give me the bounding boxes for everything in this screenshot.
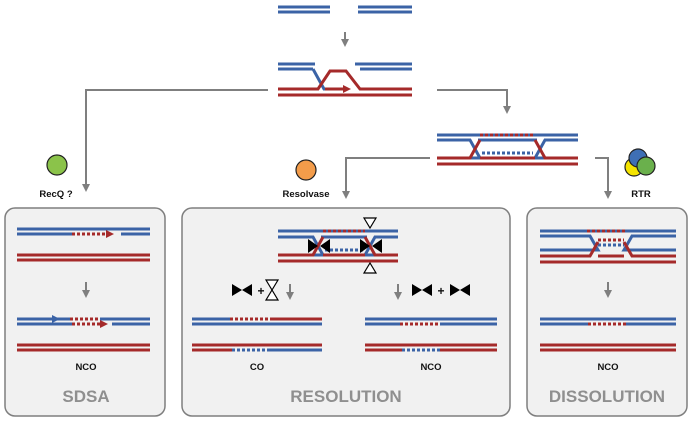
three-circle-complex-icon bbox=[624, 148, 656, 177]
dissolution-title: DISSOLUTION bbox=[549, 387, 665, 406]
resolution-dhj bbox=[278, 229, 398, 263]
flow-arrow-to-resolution bbox=[342, 157, 430, 199]
co-product-duplex bbox=[192, 317, 322, 352]
plus-right: + bbox=[437, 284, 444, 298]
sdsa-extension-duplex bbox=[17, 227, 150, 262]
plus-left: + bbox=[257, 284, 264, 298]
sdsa-title: SDSA bbox=[62, 387, 109, 406]
nco-resolution-label: NCO bbox=[420, 362, 441, 373]
flow-arrow-to-dhj bbox=[437, 89, 511, 114]
resolution-title: RESOLUTION bbox=[290, 387, 401, 406]
co-label: CO bbox=[250, 362, 264, 373]
resolution-panel bbox=[181, 207, 511, 417]
co-cut-pattern: + bbox=[232, 279, 280, 301]
strand-invasion bbox=[278, 62, 412, 97]
dissolution-hemicatenane bbox=[540, 229, 676, 264]
nco-dissolution-label: NCO bbox=[597, 362, 618, 373]
bowtie-cut-icon bbox=[308, 239, 382, 253]
green-circle-icon bbox=[46, 154, 68, 176]
hourglass-cut-icon bbox=[362, 217, 378, 274]
orange-circle-icon bbox=[295, 159, 317, 181]
dissolution-product-duplex bbox=[540, 317, 676, 352]
resolvase-label: Resolvase bbox=[282, 189, 329, 200]
sdsa-panel bbox=[4, 207, 166, 417]
nco-resolution-product bbox=[365, 317, 497, 352]
dsb-duplex bbox=[278, 5, 412, 14]
sdsa-product-duplex bbox=[17, 315, 150, 352]
sdsa-nco-label: NCO bbox=[75, 362, 96, 373]
recq-label: RecQ ? bbox=[39, 189, 72, 200]
flow-arrow-to-dissolution bbox=[595, 157, 612, 199]
double-holliday-junction bbox=[437, 133, 578, 166]
dissolution-panel bbox=[526, 207, 688, 417]
flow-arrow-to-sdsa bbox=[82, 89, 268, 192]
nco-cut-pattern: + bbox=[412, 284, 470, 298]
rtr-label: RTR bbox=[631, 189, 651, 200]
